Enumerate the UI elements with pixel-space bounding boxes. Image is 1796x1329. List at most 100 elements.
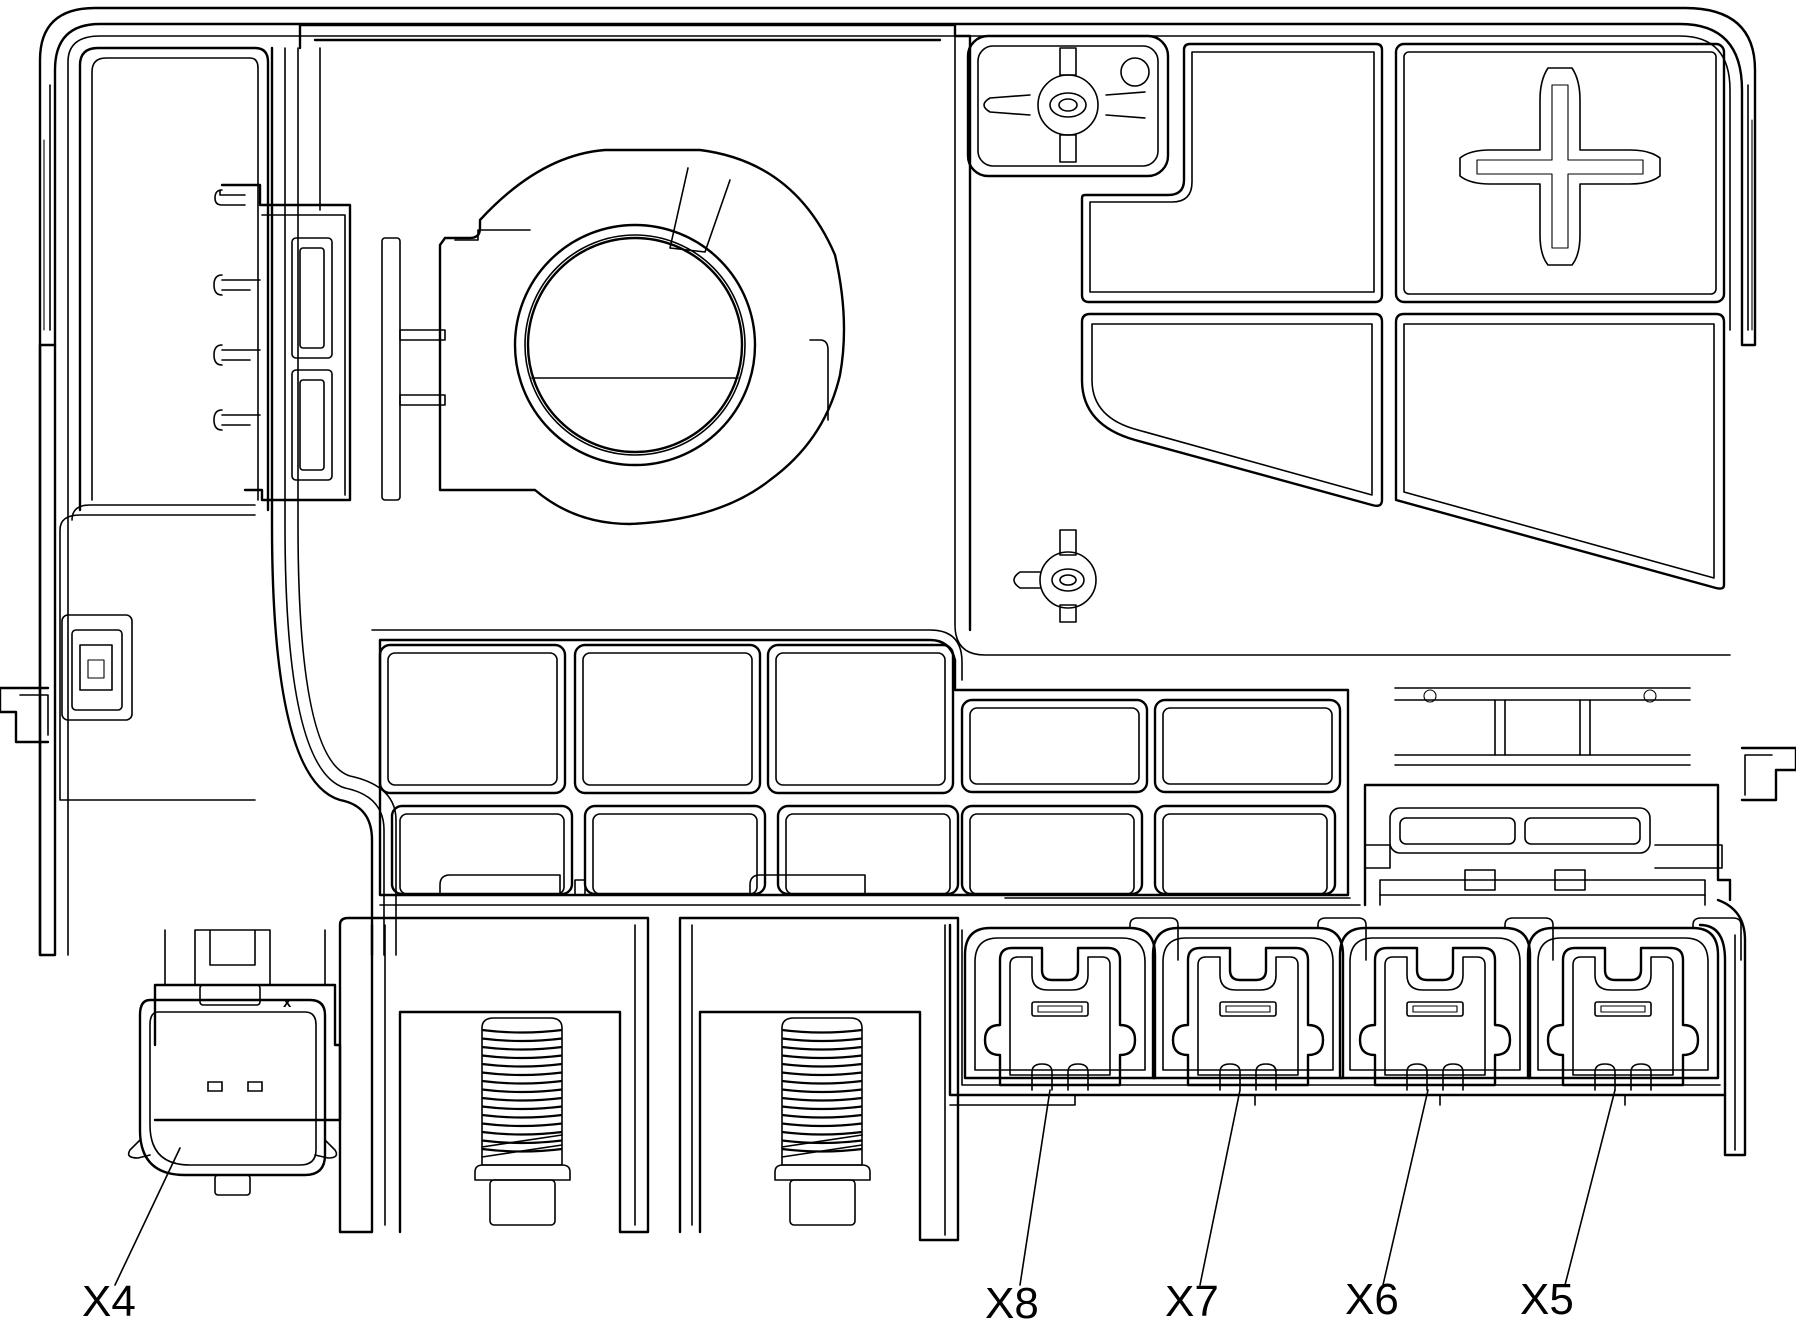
thread-ridge [482, 1073, 562, 1076]
connector-labels: X4 X8 X7 X6 X5 [82, 1275, 1574, 1328]
thread-ridge [782, 1090, 862, 1093]
stud-body [782, 1018, 862, 1165]
terminal-slot [1595, 1002, 1651, 1016]
connector-x5[interactable] [1528, 918, 1741, 1090]
thread-end [482, 1135, 562, 1157]
connector-rim [1538, 938, 1708, 1070]
connector-face-inner [1385, 957, 1485, 1075]
thread-ridge [782, 1107, 862, 1110]
fuse-cell-top [962, 700, 1147, 792]
fuse-cell-top [1155, 700, 1340, 792]
label-x7: X7 [1165, 1277, 1219, 1326]
thread-ridge [482, 1141, 562, 1144]
fuse-cell-top-inner [388, 653, 557, 785]
fuse-cells [380, 645, 1340, 894]
connector-x7[interactable] [1153, 918, 1366, 1090]
separator-rib [1505, 918, 1553, 960]
connector-rim [1350, 938, 1520, 1070]
terminal-slot-inner [1601, 1006, 1645, 1012]
fuse-cell-top-inner [583, 653, 752, 785]
fuse-cell-bottom-inner [400, 814, 564, 894]
thread-ridge [482, 1115, 562, 1118]
leader-x8 [1020, 1090, 1050, 1285]
terminal-slot [1407, 1002, 1463, 1016]
thread-ridge [482, 1047, 562, 1050]
housing-outline [0, 8, 1796, 955]
connector-face [1360, 948, 1510, 1085]
thread-ridge [782, 1056, 862, 1059]
connector-face-inner [1010, 957, 1110, 1075]
thread-ridge [482, 1124, 562, 1127]
leader-x5 [1565, 1090, 1615, 1285]
thread-ridge [482, 1030, 562, 1033]
twist-lock-top [984, 48, 1145, 162]
leader-x7 [1200, 1090, 1240, 1285]
top-left-panel [60, 48, 396, 955]
fuse-cell-bottom-inner [970, 814, 1134, 894]
terminal-slot-inner [1226, 1006, 1270, 1012]
locking-tab [1443, 1064, 1463, 1090]
center-ring-area [214, 25, 1730, 655]
thread-ridge [482, 1039, 562, 1042]
fuse-cell-bottom-inner [1163, 814, 1327, 894]
separator-rib [1130, 918, 1178, 960]
locking-tab [1032, 1064, 1052, 1090]
fuse-cell-top [575, 645, 760, 793]
connector-face [985, 948, 1135, 1085]
thread-ridge [482, 1107, 562, 1110]
connector-housing [965, 928, 1155, 1078]
fuse-cell-bottom [962, 806, 1142, 894]
connector-x8[interactable] [965, 918, 1178, 1090]
label-x8: X8 [985, 1279, 1039, 1328]
fuse-cell-bottom [585, 806, 765, 894]
thread-ridge [482, 1064, 562, 1067]
connector-rim [975, 938, 1145, 1070]
label-x4: X4 [82, 1277, 136, 1326]
thread-ridge [482, 1056, 562, 1059]
connector-rim [1163, 938, 1333, 1070]
locking-tab [1220, 1064, 1240, 1090]
fuse-cell-bottom [1155, 806, 1335, 894]
stud-body [482, 1018, 562, 1165]
terminal-slot [1032, 1002, 1088, 1016]
connector-housing [1528, 928, 1718, 1078]
plus-symbol [1460, 68, 1660, 265]
locking-tab [1256, 1064, 1276, 1090]
terminal-slot [1220, 1002, 1276, 1016]
thread-ridge [782, 1115, 862, 1118]
terminal-slot-inner [1413, 1006, 1457, 1012]
fuse-cell-top-inner [1163, 708, 1332, 784]
thread-ridge [782, 1081, 862, 1084]
thread-ridge [482, 1090, 562, 1093]
connector-face [1548, 948, 1698, 1085]
thread-ridge [482, 1081, 562, 1084]
thread-ridge [782, 1132, 862, 1135]
label-x5: X5 [1520, 1275, 1574, 1324]
thread-ridge [782, 1047, 862, 1050]
thread-ridge [782, 1141, 862, 1144]
top-right-panels [968, 36, 1724, 765]
threaded-stud-left [475, 1018, 570, 1225]
leader-lines [115, 1090, 1615, 1285]
thread-ridge [482, 1132, 562, 1135]
locking-tab [1631, 1064, 1651, 1090]
label-x6: X6 [1345, 1275, 1399, 1324]
connector-x4[interactable]: x [129, 930, 340, 1195]
terminal-slot-inner [1038, 1006, 1082, 1012]
x4-pin-mark: x [283, 994, 292, 1011]
fuse-cell-bottom-inner [593, 814, 757, 894]
separator-rib [1318, 918, 1366, 960]
leader-x6 [1383, 1090, 1428, 1285]
fuse-cell-top [768, 645, 953, 793]
connector-x6[interactable] [1340, 918, 1553, 1090]
twist-lock-lower [1014, 530, 1096, 622]
fuse-cell-top [380, 645, 565, 793]
stud-terminals [340, 918, 958, 1240]
thread-end [782, 1135, 862, 1157]
connector-face [1173, 948, 1323, 1085]
fuse-cell-bottom [778, 806, 958, 894]
thread-ridge [782, 1064, 862, 1067]
thread-ridge [782, 1030, 862, 1033]
fuse-cell-bottom-inner [786, 814, 950, 894]
connector-face-inner [1198, 957, 1298, 1075]
